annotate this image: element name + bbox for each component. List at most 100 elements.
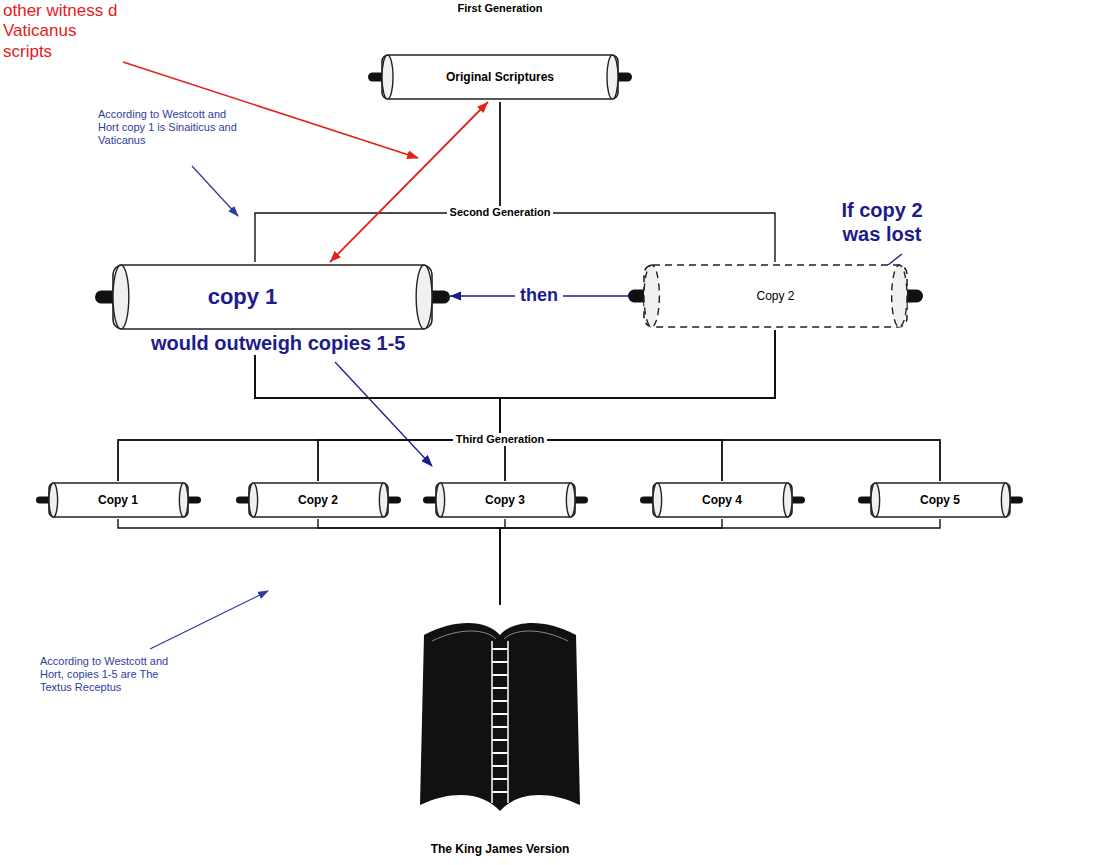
scroll-copy: Copy 3 [423,481,588,519]
connector [500,519,505,605]
connector-line [318,519,500,605]
scroll-end [113,265,129,329]
edge-label: then [515,285,563,307]
scroll-end [382,55,393,99]
book-spine-rung [492,739,508,741]
scroll-copy: Copy 1 [36,481,201,519]
book-spine-rung [492,752,508,754]
connector-line [500,330,775,481]
scroll-body [653,483,792,517]
scroll-label: copy 1 [208,284,278,310]
leader-arrow [335,362,432,466]
arrow-head [477,102,488,113]
scroll-end [892,265,907,327]
connector [118,332,500,481]
scroll-label: Copy 3 [485,493,525,507]
connector [500,330,775,481]
leader-arrow [150,591,268,649]
scroll-body [436,483,575,517]
connector [255,102,500,262]
scroll-end [416,265,432,329]
bible-book: The King James Version [418,605,582,860]
scroll-label: Copy 2 [756,289,794,303]
scroll-end [179,483,188,517]
book-cover [420,623,580,811]
book-spine-rung [492,765,508,767]
scroll-original: First GenerationOriginal Scriptures [368,0,632,102]
book-spine-rung [492,791,508,793]
connector-line [500,519,505,605]
scroll-body [871,483,1010,517]
connector [500,330,940,481]
book-page-edge [504,631,568,641]
node-outline [368,0,632,102]
scroll-end [644,265,659,327]
scroll-end [566,483,575,517]
arrow-head [450,292,461,301]
connector [318,519,500,605]
scroll-end [1001,483,1010,517]
scroll-label: Original Scriptures [446,70,554,84]
connector-line [118,332,500,481]
scroll-body [49,483,188,517]
connector [500,102,775,262]
scroll-label: The King James Version [431,842,570,856]
scroll-label: Copy 2 [298,493,338,507]
scroll-end [249,483,258,517]
scroll-end [783,483,792,517]
scroll-copy: Copy 4 [640,481,805,519]
connector-line [500,330,775,481]
generation-label: Second Generation [447,206,554,219]
scroll-body [644,265,907,327]
note-text: If copy 2 was lost [826,198,938,246]
connector-line [500,519,940,605]
connector-line [118,330,775,481]
leader-arrow [192,166,238,216]
connector [330,102,488,262]
scroll-end [607,55,618,99]
scroll-end [436,483,445,517]
book-drawing [420,623,580,811]
book-spine-rung [492,726,508,728]
connector [500,330,775,481]
scroll-copy: copy 1 [95,262,450,332]
scroll-end [653,483,662,517]
scroll-label: Copy 4 [702,493,742,507]
scroll-label: Copy 5 [920,493,960,507]
connector-line [500,519,722,605]
connector [500,519,722,605]
note-text: According to Westcott and Hort, copies 1… [40,655,182,695]
connector-line [330,102,488,262]
note-text: According to Westcott and Hort copy 1 is… [98,108,240,148]
connector-line [118,519,500,605]
connector-line [500,102,775,262]
connector-line [255,102,500,262]
book-spine-rung [492,648,508,650]
node-outline [418,605,582,860]
connector [118,519,500,605]
book-spine-rung [492,674,508,676]
scroll-copy: Copy 2 [236,481,401,519]
book-spine-rung [492,713,508,715]
book-page-edge [432,631,496,641]
scroll-body [113,265,432,329]
arrow-head [330,251,341,262]
book-spine-rung [492,661,508,663]
generation-label: Third Generation [453,433,548,446]
book-spine-rung [492,778,508,780]
book-spine-rung [492,687,508,689]
connector [500,519,940,605]
scroll-lost-copy: Copy 2 [628,262,923,330]
scroll-label: Copy 1 [98,493,138,507]
scroll-end [49,483,58,517]
note-text: would outweigh copies 1-5 [148,331,408,355]
scroll-body [382,55,618,99]
generation-heading: First Generation [458,2,543,15]
scroll-end [871,483,880,517]
scroll-copy: Copy 5 [858,481,1023,519]
connector [118,330,775,481]
note-text: other witness d Vaticanus scripts [3,1,121,62]
book-spine-rung [492,700,508,702]
scroll-body [249,483,388,517]
scroll-end [379,483,388,517]
